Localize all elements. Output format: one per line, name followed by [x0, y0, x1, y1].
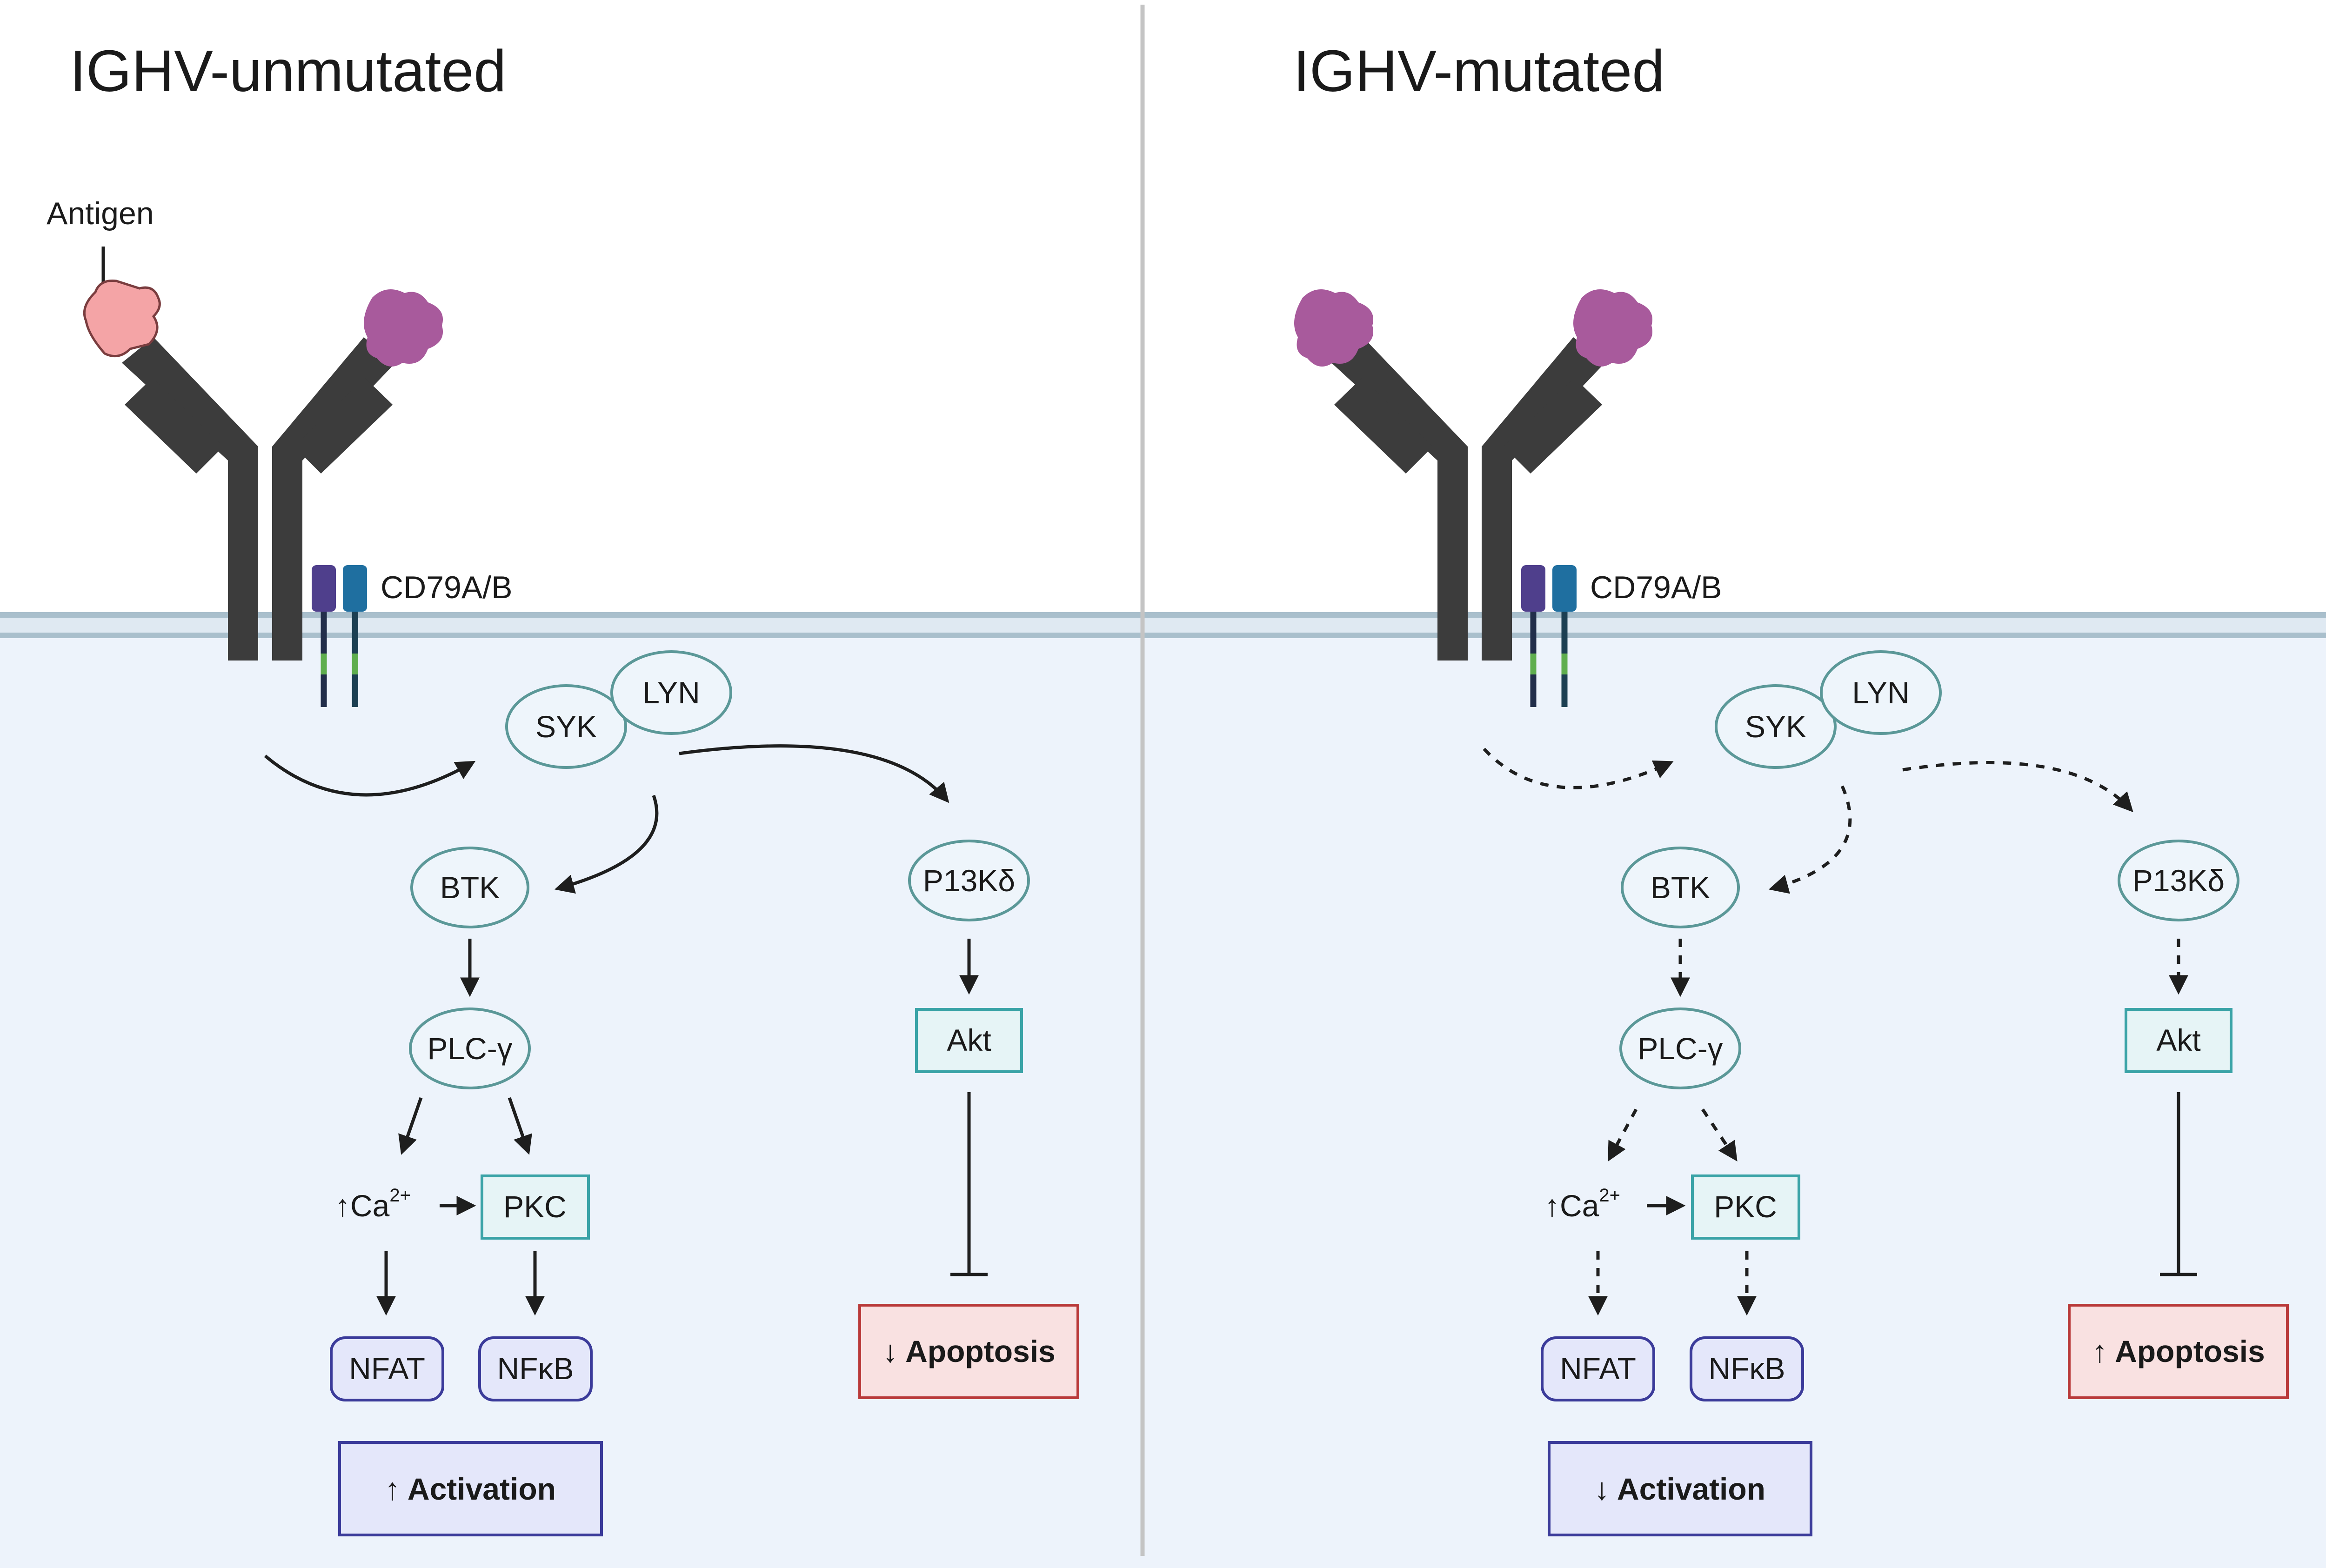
right-panel: IGHV-mutated CD79A/B: [1293, 38, 2289, 1536]
arrow-plc-to-pkc: [508, 1097, 532, 1155]
calcium-label: ↑Ca2+: [335, 1185, 411, 1223]
akt-label-right: Akt: [2156, 1023, 2200, 1057]
nfat-label-right: NFAT: [1560, 1351, 1636, 1386]
btk-node-right: [1621, 847, 1740, 928]
plc-gamma-label-right: PLC-γ: [1638, 1031, 1723, 1066]
lyn-node: [610, 650, 732, 735]
syk-node: [505, 684, 627, 769]
pi3k-node-right: [2118, 840, 2239, 921]
calcium-label-right: ↑Ca2+: [1544, 1185, 1620, 1223]
plc-gamma-label: PLC-γ: [427, 1031, 512, 1066]
cytoplasm-background: [0, 619, 2326, 1568]
pkc-label: PKC: [503, 1189, 567, 1224]
akt-box: [915, 1008, 1023, 1073]
pkc-box: [481, 1174, 590, 1240]
apoptosis-box-right: [2068, 1304, 2289, 1399]
self-antigen-shape-right-2: [1573, 289, 1652, 367]
pkc-label-right: PKC: [1714, 1189, 1777, 1224]
activation-label: ↑ Activation: [385, 1472, 556, 1506]
arrow-plc-to-ca: [398, 1097, 423, 1155]
activation-label-right: ↓ Activation: [1594, 1472, 1765, 1506]
dashed-arrow-syk-to-pi3k: [1902, 761, 2133, 813]
nfkb-box-right: [1690, 1336, 1804, 1401]
self-antigen-shape-left: [364, 289, 443, 367]
lyn-node-right: [1820, 650, 1942, 735]
pi3k-label-right: P13Kδ: [2132, 863, 2225, 898]
arrow-syk-to-btk: [554, 794, 659, 894]
self-antigen-shape-right-1: [1294, 289, 1373, 367]
btk-label: BTK: [440, 870, 500, 905]
b-cell-receptor-right: [1331, 337, 1605, 661]
nfat-label: NFAT: [349, 1351, 425, 1386]
cd79ab-left: [312, 565, 367, 707]
nfkb-box: [478, 1336, 593, 1401]
pi3k-node: [908, 840, 1030, 921]
syk-label-right: SYK: [1745, 709, 1806, 744]
nfat-box: [330, 1336, 444, 1401]
b-cell-receptor-left: [122, 337, 395, 661]
btk-node: [410, 847, 529, 928]
right-panel-title: IGHV-mutated: [1293, 38, 1664, 104]
activation-box-right: [1548, 1441, 1812, 1536]
nfat-box-right: [1541, 1336, 1655, 1401]
dashed-arrow-receptor-to-syk: [1483, 747, 1674, 789]
cd79ab-label-left: CD79A/B: [381, 570, 512, 605]
akt-box-right: [2125, 1008, 2232, 1073]
arrow-receptor-to-syk: [264, 754, 476, 797]
pkc-box-right: [1691, 1174, 1800, 1240]
apoptosis-box: [858, 1304, 1079, 1399]
apoptosis-label-right: ↑ Apoptosis: [2092, 1334, 2265, 1368]
syk-node-right: [1715, 684, 1837, 769]
antigen-label: Antigen: [47, 196, 154, 231]
akt-label: Akt: [947, 1023, 991, 1057]
arrow-syk-to-pi3k: [679, 744, 949, 803]
apoptosis-label: ↓ Apoptosis: [882, 1334, 1056, 1368]
plc-gamma-node: [409, 1008, 531, 1089]
syk-label: SYK: [535, 709, 597, 744]
left-panel: IGHV-unmutated Antigen CD79A/B: [47, 38, 1079, 1536]
cd79ab-right: [1521, 565, 1577, 707]
cd79ab-label-right: CD79A/B: [1590, 570, 1722, 605]
lyn-label-right: LYN: [1852, 675, 1910, 710]
plc-gamma-node-right: [1619, 1008, 1741, 1089]
left-panel-title: IGHV-unmutated: [70, 38, 506, 104]
lyn-label: LYN: [642, 675, 700, 710]
nfkb-label-right: NFκB: [1709, 1351, 1785, 1386]
dashed-arrow-syk-to-btk: [1768, 785, 1852, 894]
pi3k-label: P13Kδ: [923, 863, 1015, 898]
btk-label-right: BTK: [1651, 870, 1710, 905]
antigen-shape: [83, 280, 161, 358]
activation-box: [338, 1441, 603, 1536]
nfkb-label: NFκB: [497, 1351, 574, 1386]
